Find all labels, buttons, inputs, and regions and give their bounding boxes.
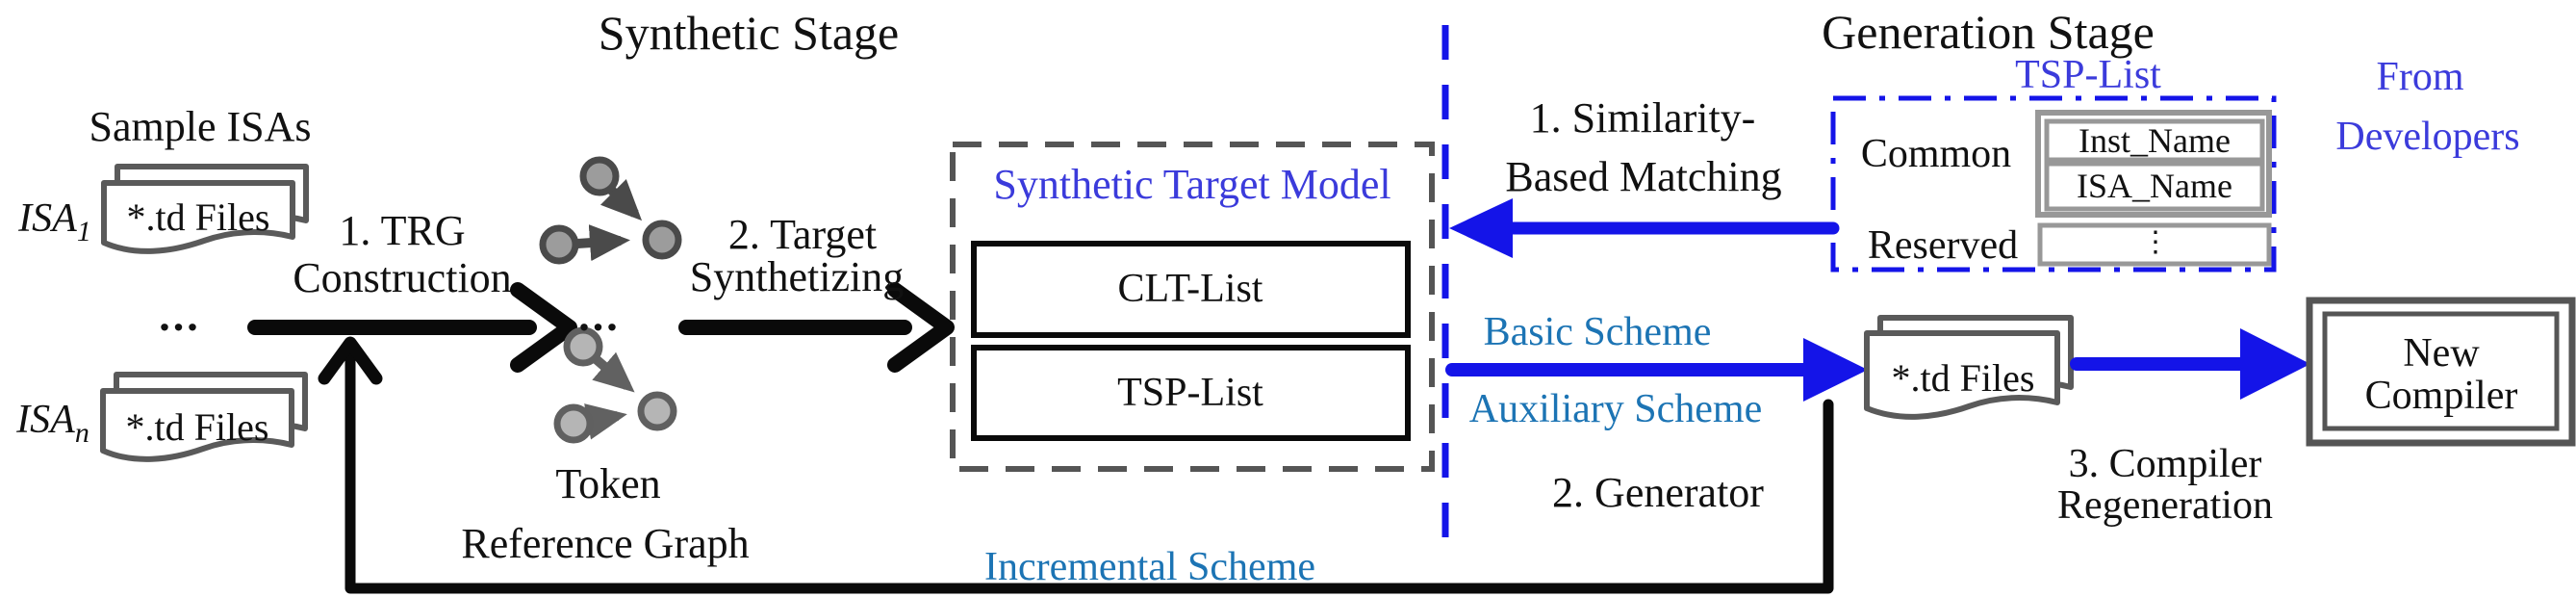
- synthetic-target-model-title: Synthetic Target Model: [993, 161, 1391, 208]
- reserved-ellipsis-cell: ⋮: [2141, 226, 2170, 258]
- target-synthetizing-arrow: [678, 282, 955, 373]
- from-developers-line2: Developers: [2335, 115, 2520, 159]
- tsp-row-common-label: Common: [1860, 132, 2012, 176]
- tsp-table-title: TSP-List: [2015, 53, 2161, 97]
- inst-name-cell-box: [2044, 118, 2265, 163]
- token-graph-upper: [539, 156, 682, 265]
- compiler-regeneration-line1: 3. Compiler: [2068, 442, 2262, 486]
- clt-list-box: [971, 241, 1411, 338]
- isa1-label: ISA1: [18, 198, 91, 247]
- generation-stage-title: Generation Stage: [1822, 5, 2155, 59]
- feedback-up-arrowhead-icon: [318, 336, 383, 385]
- incremental-scheme-label: Incremental Scheme: [984, 545, 1315, 589]
- sample-isas-label: Sample ISAs: [89, 103, 312, 150]
- isan-label-base: ISA: [16, 398, 75, 442]
- tsp-list-box: [971, 345, 1411, 441]
- compiler-regeneration-arrow: [2070, 328, 2310, 400]
- isa1-doc-label: *.td Files: [126, 195, 270, 239]
- new-compiler-outer-box: [2306, 297, 2576, 447]
- isa1-label-base: ISA: [18, 196, 77, 241]
- step2-target-line2: Synthetizing: [689, 253, 905, 300]
- token-graph-caption-line1: Token: [555, 460, 661, 507]
- new-compiler-line2: Compiler: [2364, 374, 2518, 418]
- step1-trg-line2: Construction: [293, 254, 512, 301]
- trg-construction-arrow: [247, 282, 577, 373]
- token-graph-lower: [553, 326, 677, 444]
- step1-trg-line1: 1. TRG: [339, 207, 466, 254]
- tsp-list-label: TSP-List: [1117, 371, 1263, 415]
- generated-td-doc-stack-icon: [1864, 315, 2074, 420]
- synthetic-stage-title: Synthetic Stage: [598, 6, 900, 60]
- gen-step1-line2: Based Matching: [1505, 153, 1782, 200]
- isan-label-sub: n: [74, 417, 89, 449]
- generator-step-label: 2. Generator: [1552, 469, 1764, 516]
- auxiliary-scheme-label: Auxiliary Scheme: [1468, 387, 1763, 431]
- from-developers-line1: From: [2376, 55, 2464, 99]
- incremental-feedback-line: [344, 341, 1834, 594]
- basic-scheme-label: Basic Scheme: [1483, 310, 1712, 354]
- isan-doc-stack-icon: [100, 372, 308, 462]
- isa1-label-sub: 1: [76, 216, 91, 247]
- tsp-row-reserved-label: Reserved: [1867, 223, 2019, 268]
- graph-ellipsis: ...: [578, 291, 621, 340]
- isa-name-cell: ISA_Name: [2077, 167, 2232, 205]
- gen-step1-line1: 1. Similarity-: [1529, 94, 1756, 142]
- isa1-doc-stack-icon: [101, 164, 309, 254]
- generated-td-doc-label: *.td Files: [1891, 356, 2035, 400]
- reserved-cell-box: [2037, 222, 2272, 267]
- isa-ellipsis: ...: [159, 291, 201, 340]
- new-compiler-inner-box: [2322, 311, 2560, 431]
- generator-arrow: [1445, 338, 1868, 402]
- isan-label: ISAn: [16, 400, 89, 448]
- step2-target-line1: 2. Target: [727, 211, 878, 258]
- clt-list-label: CLT-List: [1117, 267, 1263, 311]
- isa-name-cell-box: [2044, 161, 2265, 212]
- similarity-matching-arrow: [1449, 198, 1840, 258]
- inst-name-cell: Inst_Name: [2079, 121, 2231, 160]
- tsp-table-box: [1830, 95, 2277, 273]
- new-compiler-line1: New: [2403, 331, 2480, 376]
- synthetic-target-model-box: [950, 142, 1435, 472]
- isan-doc-label: *.td Files: [125, 405, 269, 449]
- compiler-regeneration-line2: Regeneration: [2057, 483, 2273, 528]
- token-graph-caption-line2: Reference Graph: [461, 520, 750, 567]
